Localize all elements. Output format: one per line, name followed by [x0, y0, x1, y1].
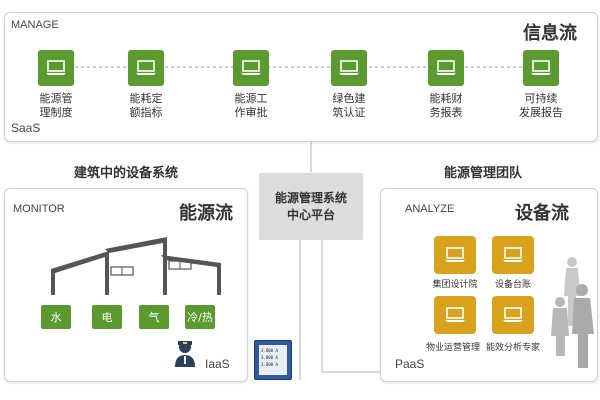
monitor-panel: MONITOR 能源流 IaaS 水 电 气 冷/热 — [4, 188, 248, 382]
step-label-3: 能源工作审批 — [234, 92, 268, 119]
steps-dashed-line — [57, 66, 543, 68]
meter-reading-3: 3.800 A — [261, 362, 278, 367]
center-line-2: 中心平台 — [286, 207, 335, 222]
monitor-label: MONITOR — [13, 203, 65, 215]
step-label-2: 能耗定额指标 — [129, 92, 163, 119]
step-label-1: 能源管理制度 — [39, 92, 73, 119]
meter-device: 3.800 A 3.800 A 3.800 A — [254, 340, 292, 380]
step-icon-1 — [38, 50, 74, 86]
team-silhouette-icon — [551, 257, 594, 368]
info-flow-title: 信息流 — [523, 23, 577, 44]
step-icon-5 — [428, 50, 464, 86]
meter-reading-1: 3.800 A — [261, 348, 278, 353]
design-institute-icon — [434, 236, 476, 274]
worker-icon — [175, 341, 195, 367]
manage-panel: MANAGE 信息流 SaaS — [4, 12, 598, 142]
step-icon-3 — [233, 50, 269, 86]
electricity-tile: 电 — [92, 305, 122, 329]
iaas-label: IaaS — [205, 357, 230, 371]
equipment-systems-title: 建筑中的设备系统 — [74, 166, 179, 181]
cooling-heating-tile: 冷/热 — [185, 305, 215, 329]
energy-team-title: 能源管理团队 — [444, 166, 523, 181]
analyze-panel: ANALYZE 设备流 PaaS — [380, 188, 598, 382]
property-ops-icon — [434, 296, 476, 334]
paas-label: PaaS — [395, 357, 425, 371]
equipment-ledger-label: 设备台账 — [494, 280, 531, 290]
efficiency-expert-label: 能效分析专家 — [485, 343, 540, 353]
step-icon-4 — [331, 50, 367, 86]
analyze-label: ANALYZE — [405, 203, 455, 215]
building-icon — [51, 237, 221, 295]
water-tile: 水 — [41, 305, 71, 329]
step-label-4: 绿色建筑认证 — [332, 92, 366, 119]
step-label-5: 能耗财务报表 — [429, 92, 463, 119]
center-platform: 能源管理系统 中心平台 — [259, 173, 363, 240]
design-institute-label: 集团设计院 — [432, 280, 478, 290]
equipment-flow-title: 设备流 — [515, 203, 569, 224]
equipment-ledger-icon — [492, 236, 534, 274]
meter-reading-2: 3.800 A — [261, 355, 278, 360]
property-ops-label: 物业运营管理 — [425, 343, 480, 353]
efficiency-expert-icon — [492, 296, 534, 334]
step-icon-2 — [128, 50, 164, 86]
center-line-1: 能源管理系统 — [274, 190, 347, 205]
energy-flow-title: 能源流 — [179, 203, 233, 224]
gas-tile: 气 — [139, 305, 169, 329]
manage-label: MANAGE — [11, 19, 59, 31]
saas-label: SaaS — [11, 121, 41, 135]
step-icon-6 — [523, 50, 559, 86]
step-label-6: 可持续发展报告 — [519, 92, 563, 119]
